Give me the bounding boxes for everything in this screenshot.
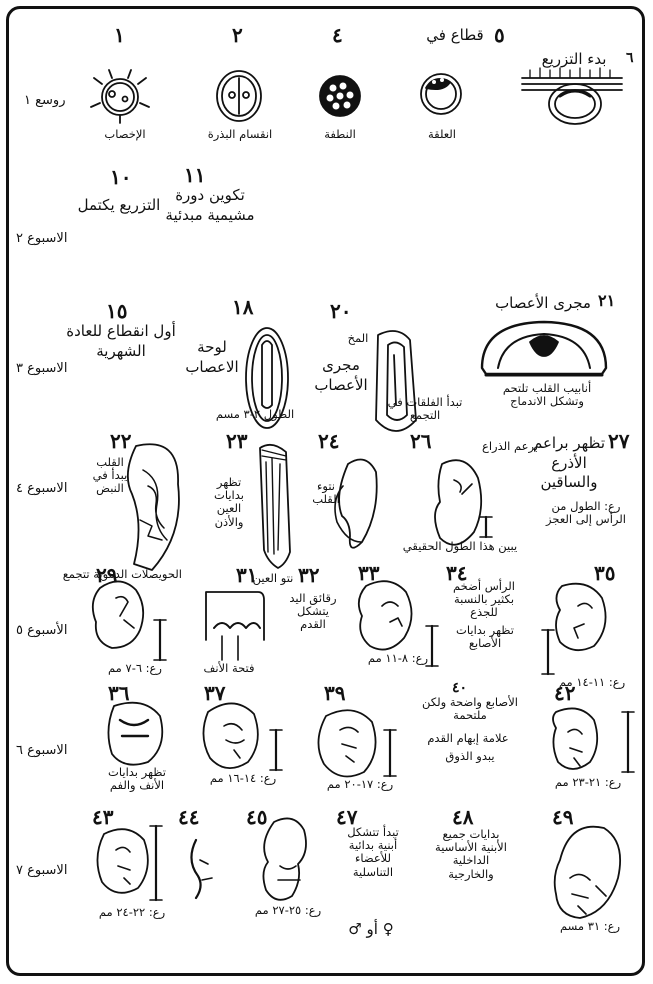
- drawing-embryo-23: [260, 445, 290, 568]
- stage-caption: التزريع يكتمل: [74, 196, 164, 216]
- drawing-embryo-29: [93, 581, 166, 660]
- stage-measure: رع: ٢٥-٢٧ مم: [248, 904, 328, 917]
- stage-number: ٢٤: [318, 430, 339, 453]
- drawing-embryo-22: [128, 444, 179, 570]
- stage-number: ٤٣: [92, 806, 113, 829]
- drawing-embryo-37: [203, 703, 282, 770]
- stage-number: ٣٥: [594, 562, 615, 585]
- week-label-1: روسع ١: [24, 94, 65, 109]
- drawing-embryo-36: [108, 703, 162, 765]
- stage-number: ٢٣: [226, 430, 247, 453]
- drawing-embryo-43: [97, 826, 162, 900]
- stage-caption: تظهر بدايات الأنف والفم: [94, 766, 180, 792]
- drawing-embryo-31: [206, 592, 264, 660]
- stage-number: ٤٨: [452, 806, 473, 829]
- stage-number: ٢١: [598, 292, 615, 310]
- stage-number: ٢٩: [96, 564, 117, 587]
- stage-caption: مجرى الأعصاب: [310, 356, 372, 395]
- stage-measure: رع: ١٧-٢٠ مم: [320, 778, 400, 791]
- stage-number: ٣٩: [324, 682, 345, 705]
- stage-caption: النطفة: [310, 128, 370, 141]
- stage-number: ١٨: [232, 296, 253, 319]
- stage-caption: تظهر براعم الأذرع والساقين: [528, 434, 610, 493]
- stage-measure: رع: ٦-٧ مم: [100, 662, 170, 675]
- stage-caption: تظهر بدايات العين والأذن: [204, 476, 254, 529]
- stage-caption: ♀ أو ♂: [346, 920, 396, 940]
- stage-number: ٢٧: [608, 430, 629, 453]
- drawing-cleavage: [217, 71, 261, 121]
- stage-caption: نتوء القلب: [306, 480, 346, 506]
- stage-number: ٢٠: [330, 300, 351, 323]
- drawing-embryo-49: [555, 827, 620, 918]
- week-label-4: الاسبوع ٤: [16, 482, 67, 497]
- stage-caption: لوحة الاعصاب: [180, 338, 244, 377]
- drawing-embryo-44: [191, 840, 212, 898]
- week-label-2: الاسبوع ٢: [16, 232, 67, 247]
- drawing-embryo-26: [435, 460, 492, 545]
- stage-caption: تكوين دورة مشيمية مبدئية: [160, 186, 260, 225]
- stage-caption: بدء التزريع: [526, 50, 622, 70]
- stage-number: ٣٧: [204, 682, 225, 705]
- stage-caption: يبدو الذوق: [430, 750, 510, 763]
- drawing-implantation: [522, 68, 622, 124]
- stage-caption: تظهر بدايات الأصابع: [442, 624, 528, 650]
- drawing-embryo-45: [263, 818, 306, 899]
- stage-number: ٤٩: [552, 806, 573, 829]
- week-label-7: الاسبوع ٧: [16, 864, 67, 879]
- stage-number: ١١: [184, 164, 205, 187]
- stage-caption: أنابيب القلب تلتحم وتشكل الاندماج: [492, 382, 602, 408]
- stage-measure: الطول ٢-٣ مسم: [200, 408, 310, 421]
- drawing-fertilization: [91, 70, 149, 123]
- stage-caption: تبدأ تتشكل أبنية بدائية للأعضاء التناسلي…: [340, 826, 406, 879]
- stage-measure: رع: ٢١-٢٣ مم: [548, 776, 628, 789]
- drawing-embryo-42: [553, 708, 634, 772]
- stage-number: ٤٠: [452, 680, 467, 696]
- stage-number: ٣٢: [298, 564, 319, 587]
- drawing-morula: [320, 76, 360, 116]
- drawing-blastocyst: [421, 74, 461, 114]
- stage-measure: رع: ٣١ مسم: [550, 920, 630, 933]
- stage-caption: رقائق اليد يتشكل القدم: [288, 592, 338, 632]
- stage-caption: يبين هذا الطول الحقيقي: [400, 540, 520, 553]
- stage-caption: تبدأ الفلقات في التجمع: [380, 396, 470, 422]
- stage-number: ٢: [232, 24, 243, 47]
- stage-number: ١٠: [110, 166, 131, 189]
- stage-caption: الرأس أضخم بكثير بالنسبة للجذع: [440, 580, 528, 620]
- stage-caption: علامة إبهام القدم: [418, 732, 518, 745]
- week-label-5: الأسبوع ٥: [16, 624, 67, 639]
- stage-number: ٤٥: [246, 806, 267, 829]
- stage-caption: انقسام البذرة: [200, 128, 280, 141]
- stage-measure: رع: ١٤-١٦ مم: [200, 772, 286, 785]
- drawing-embryo-35: [542, 584, 606, 674]
- stage-caption: بدايات جميع الأبنية الأساسية الداخلية وا…: [432, 828, 510, 881]
- stage-caption: أول انقطاع للعادة الشهرية: [66, 322, 176, 361]
- drawing-neural-tube-section: [482, 322, 606, 375]
- stage-number: ٢٦: [410, 430, 431, 453]
- stage-number: ٤٢: [554, 682, 575, 705]
- stage-caption: مجرى الأعصاب: [490, 294, 596, 314]
- stage-number: ١٥: [106, 300, 127, 323]
- stage-caption: القلب يبدأ في النبض: [90, 456, 130, 496]
- stage-caption: الإخصاب: [90, 128, 160, 141]
- stage-caption: المخ: [340, 332, 376, 345]
- week-label-3: الاسبوع ٣: [16, 362, 67, 377]
- stage-caption: الأصابع واضحة ولكن ملتحمة: [420, 696, 520, 722]
- stage-number: ٢٢: [110, 430, 131, 453]
- stage-number: ٤٤: [178, 806, 199, 829]
- stage-caption: نتو العين: [248, 572, 298, 585]
- stage-caption: رع: الطول من الرأس إلى العجز: [538, 500, 634, 526]
- stage-measure: رع: ٨-١١ مم: [358, 652, 438, 665]
- stage-number: ٦: [626, 50, 634, 66]
- stage-number: ٥: [494, 24, 505, 47]
- stage-measure: رع: ٢٢-٢٤ مم: [92, 906, 172, 919]
- stage-caption: فتحة الأنف: [184, 662, 274, 675]
- stage-caption: العلقة: [412, 128, 472, 141]
- drawing-embryo-39: [318, 710, 396, 776]
- stage-number: ١: [114, 24, 125, 47]
- week-label-6: الاسبوع ٦: [16, 744, 67, 759]
- stage-number: ٣٣: [358, 562, 379, 585]
- stage-number: ٣٦: [108, 682, 129, 705]
- stage-number: ٤: [332, 24, 343, 47]
- stage-number-caption: قطاع في: [420, 26, 490, 46]
